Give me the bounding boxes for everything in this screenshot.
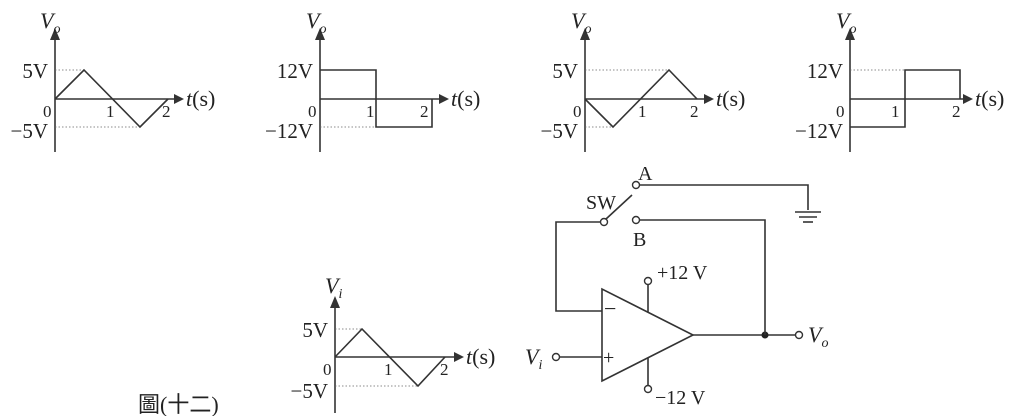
tick-2: 2 bbox=[420, 102, 429, 121]
opamp-circuit: − + +12 V −12 V Vi Vo B A SW bbox=[525, 163, 828, 409]
x-axis-label: t(s) bbox=[975, 86, 1004, 111]
x-axis-label: t(s) bbox=[186, 86, 215, 111]
tick-2: 2 bbox=[162, 102, 171, 121]
tick-neg: −5V bbox=[540, 119, 578, 143]
tick-pos: 5V bbox=[302, 318, 328, 342]
supply-plus-terminal bbox=[643, 276, 653, 286]
switch-label: SW bbox=[586, 192, 616, 214]
graph-vo-4: Vo 12V −12V 0 1 2 t(s) bbox=[795, 8, 1004, 152]
feedback-wire-b bbox=[640, 219, 766, 335]
waveform bbox=[320, 69, 433, 128]
inverting-wire bbox=[555, 221, 602, 312]
y-axis-arrow bbox=[845, 28, 855, 40]
y-axis-arrow bbox=[580, 28, 590, 40]
graph-vi: Vi 5V −5V 0 1 2 t(s) bbox=[290, 273, 495, 413]
input-terminal bbox=[551, 352, 561, 362]
y-axis-label: Vo bbox=[836, 8, 856, 37]
tick-1: 1 bbox=[366, 102, 375, 121]
tick-1: 1 bbox=[638, 102, 647, 121]
tick-origin: 0 bbox=[836, 102, 845, 121]
tick-neg: −5V bbox=[290, 379, 328, 403]
switch-contact-b bbox=[631, 215, 641, 225]
opamp-plus-sign: + bbox=[603, 347, 614, 369]
waveform bbox=[850, 69, 961, 128]
switch-label-a: A bbox=[638, 163, 653, 185]
tick-pos: 12V bbox=[277, 59, 313, 83]
tick-1: 1 bbox=[106, 102, 115, 121]
waveform bbox=[334, 327, 446, 388]
tick-2: 2 bbox=[690, 102, 699, 121]
x-axis-label: t(s) bbox=[451, 86, 480, 111]
y-axis-label: Vo bbox=[571, 8, 591, 37]
output-label: Vo bbox=[808, 322, 828, 351]
graph-vo-3: Vo 5V −5V 0 1 2 t(s) bbox=[540, 8, 745, 152]
supply-minus-label: −12 V bbox=[655, 387, 706, 409]
tick-pos: 5V bbox=[22, 59, 48, 83]
tick-origin: 0 bbox=[43, 102, 52, 121]
tick-neg: −12V bbox=[265, 119, 313, 143]
tick-pos: 12V bbox=[807, 59, 843, 83]
tick-1: 1 bbox=[384, 360, 393, 379]
x-axis-arrow bbox=[963, 94, 973, 104]
supply-plus-label: +12 V bbox=[657, 262, 708, 284]
tick-2: 2 bbox=[952, 102, 961, 121]
tick-1: 1 bbox=[891, 102, 900, 121]
y-axis-label: Vo bbox=[306, 8, 326, 37]
ground-wire bbox=[640, 184, 809, 210]
figure-caption: 圖(十二) bbox=[138, 392, 219, 416]
tick-neg: −12V bbox=[795, 119, 843, 143]
y-axis-label: Vo bbox=[40, 8, 60, 37]
tick-pos: 5V bbox=[552, 59, 578, 83]
y-axis-arrow bbox=[315, 28, 325, 40]
x-axis-label: t(s) bbox=[716, 86, 745, 111]
waveform bbox=[54, 68, 169, 129]
x-axis-arrow bbox=[454, 352, 464, 362]
tick-2: 2 bbox=[440, 360, 449, 379]
y-axis-label: Vi bbox=[325, 273, 342, 302]
tick-neg: −5V bbox=[10, 119, 48, 143]
graph-vo-1: Vo 5V −5V 0 1 2 t(s) bbox=[10, 8, 215, 152]
x-axis-arrow bbox=[704, 94, 714, 104]
x-axis-arrow bbox=[439, 94, 449, 104]
tick-origin: 0 bbox=[308, 102, 317, 121]
waveform bbox=[584, 68, 698, 129]
tick-origin: 0 bbox=[573, 102, 582, 121]
supply-minus-terminal bbox=[643, 384, 653, 394]
input-label: Vi bbox=[525, 344, 542, 373]
opamp-minus-sign: − bbox=[604, 296, 616, 321]
x-axis-arrow bbox=[174, 94, 184, 104]
switch-contact-a bbox=[631, 180, 641, 190]
switch-blade bbox=[605, 194, 633, 220]
switch-label-b: B bbox=[633, 229, 646, 251]
graph-vo-2: Vo 12V −12V 0 1 2 t(s) bbox=[265, 8, 480, 152]
x-axis-label: t(s) bbox=[466, 344, 495, 369]
output-terminal bbox=[794, 330, 804, 340]
y-axis-arrow bbox=[50, 28, 60, 40]
y-axis-arrow bbox=[330, 296, 340, 308]
tick-origin: 0 bbox=[323, 360, 332, 379]
switch-pivot bbox=[599, 217, 609, 227]
